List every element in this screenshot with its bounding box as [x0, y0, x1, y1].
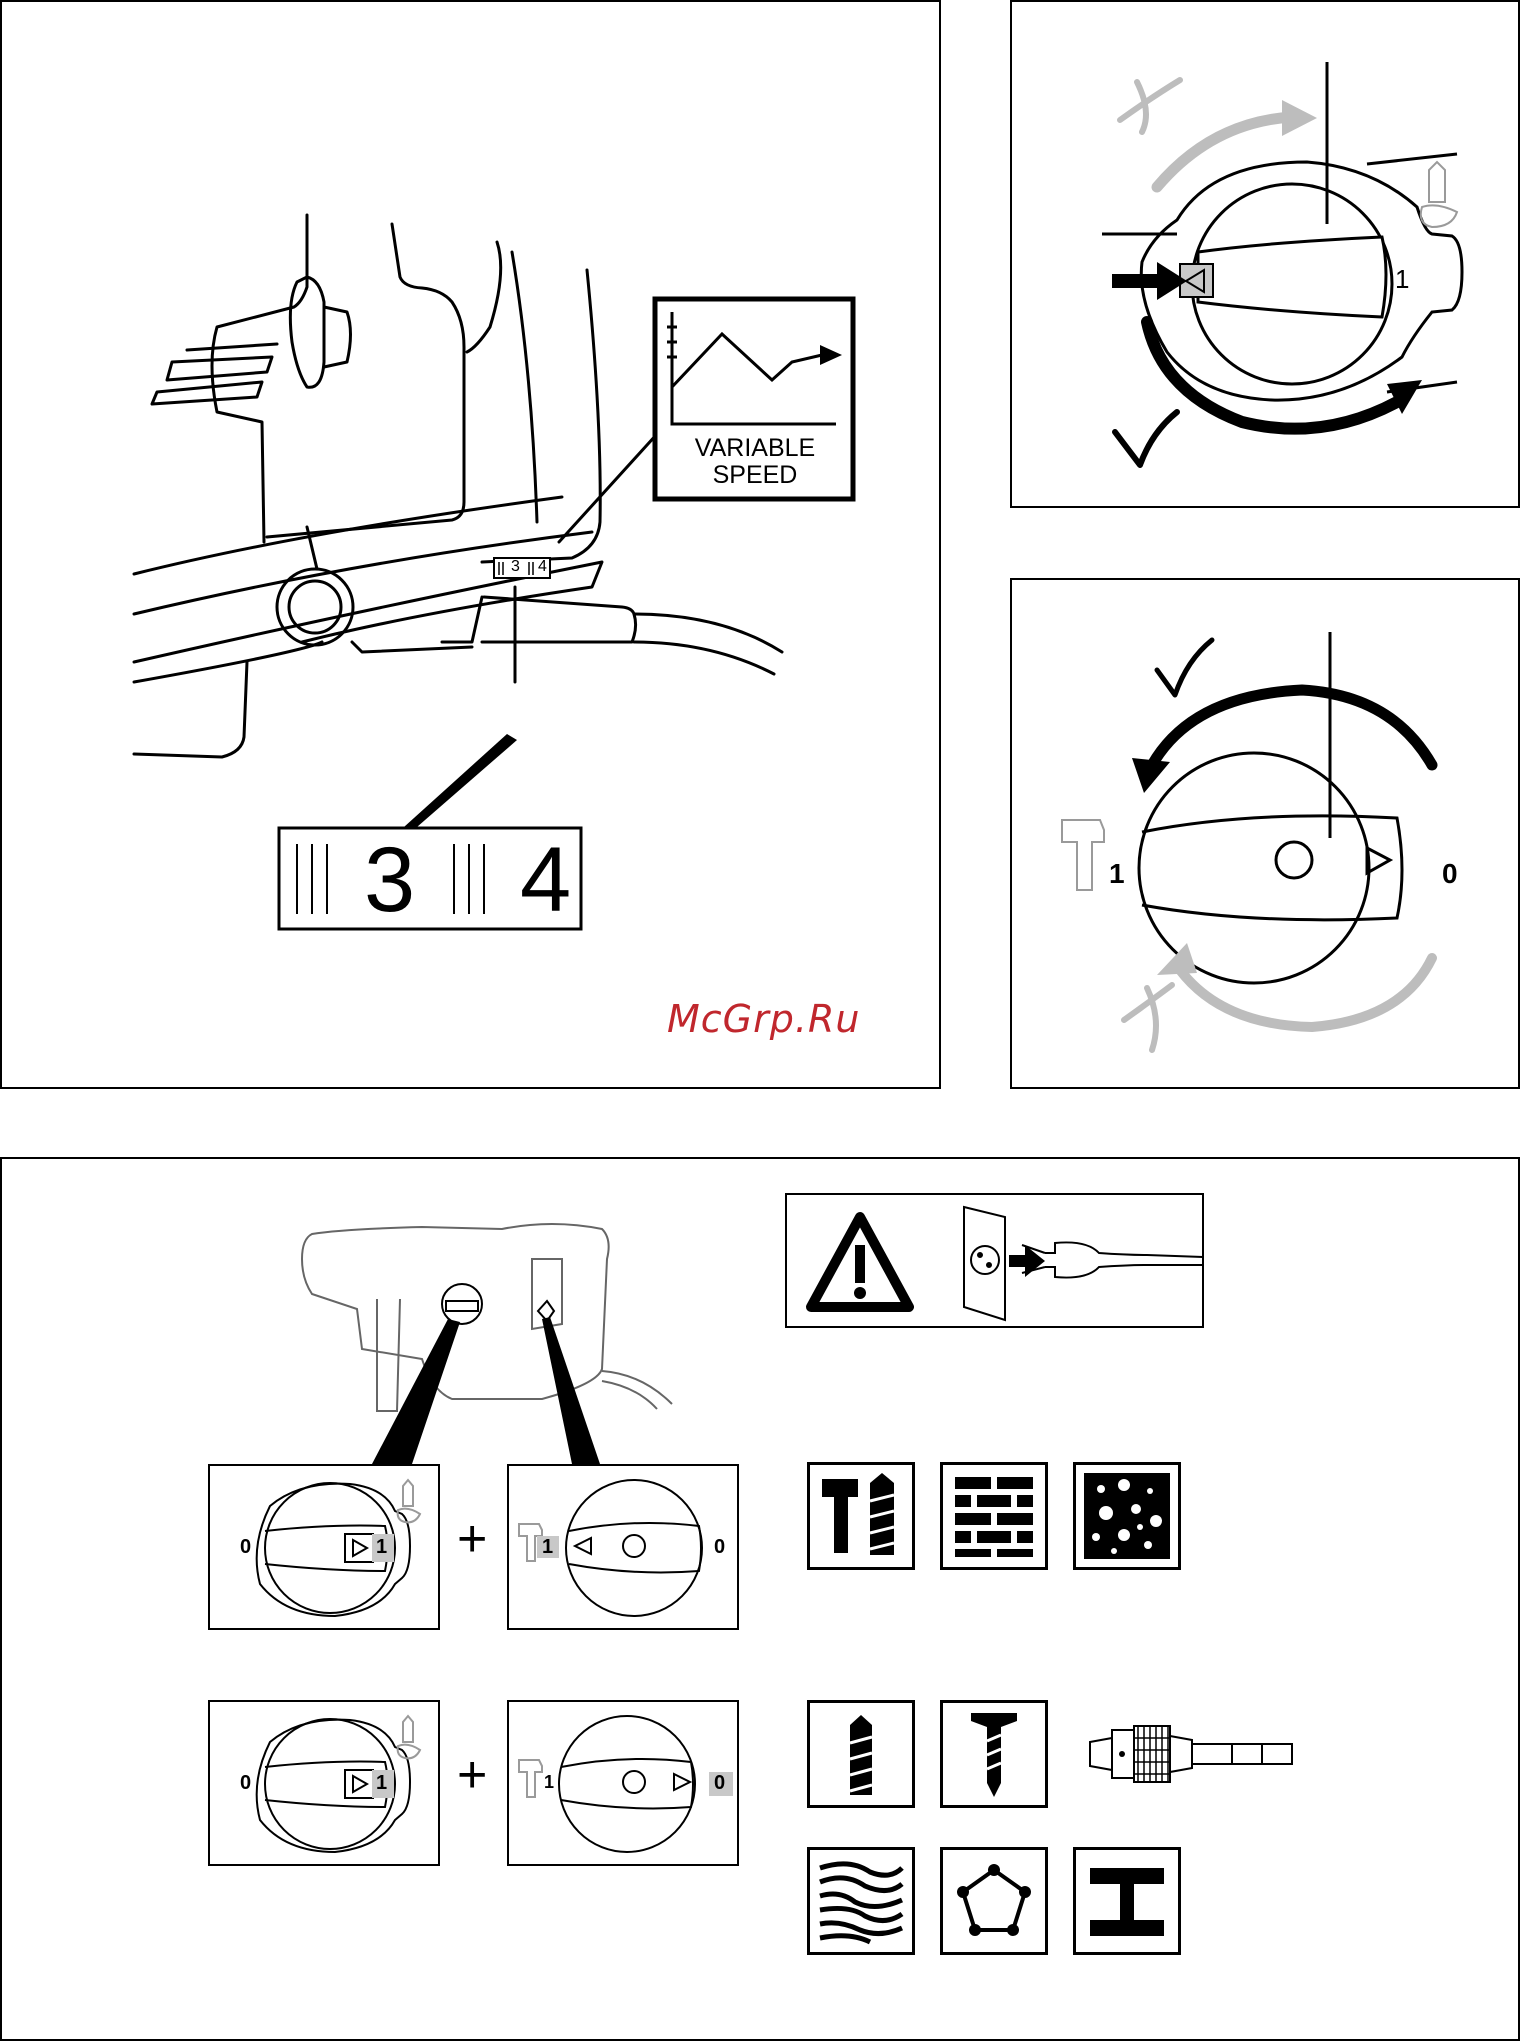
plastic-icon	[940, 1847, 1048, 1955]
dial-small-right-digit: 4	[538, 558, 547, 576]
row2-stop-right-label: 0	[714, 1772, 725, 1795]
row1-stop-left-label: 1	[542, 1536, 553, 1559]
rotary-drill-icon	[398, 1716, 420, 1758]
mode-selector-illustration	[1012, 2, 1520, 510]
row1-hammer-stop-box: 1 0	[507, 1464, 739, 1630]
steel-beam-icon	[1073, 1847, 1181, 1955]
variable-speed-label-line2: SPEED	[685, 461, 825, 490]
brick-icon	[940, 1462, 1048, 1570]
safety-unplug-box	[785, 1193, 1204, 1328]
variable-speed-label-line1: VARIABLE	[685, 434, 825, 463]
warning-icon	[811, 1217, 909, 1307]
row2-hammer-stop-box: 1 0	[507, 1700, 739, 1866]
panel-operating-modes: 0 1 + 1 0	[0, 1157, 1520, 2041]
hammer-icon	[1062, 820, 1104, 890]
drill-bit-icon	[807, 1700, 915, 1808]
tool-side-illustration	[2, 2, 943, 1091]
panel-variable-speed: 3 4 3 4 VARIABLE SPEED McGrp.Ru	[0, 0, 941, 1089]
rotary-drill-icon	[398, 1480, 420, 1522]
row1-mode-selector-box: 0 1	[208, 1464, 440, 1630]
row1-selector-left-label: 0	[240, 1536, 251, 1559]
row2-selector-right-label: 1	[376, 1772, 387, 1795]
speed-dial-right-digit: 4	[520, 834, 571, 926]
hammer-drill-icon	[807, 1462, 915, 1570]
dial-small-left-digit: 3	[511, 558, 520, 576]
chuck-icon	[1082, 1714, 1302, 1794]
row2-stop-left-label: 1	[544, 1772, 554, 1793]
row2-plus-sign: +	[457, 1745, 487, 1805]
row2-selector-left-label: 0	[240, 1772, 251, 1795]
wood-icon	[807, 1847, 915, 1955]
hammer-stop-right-label: 0	[1442, 858, 1458, 890]
row2-mode-selector-box: 0 1	[208, 1700, 440, 1866]
unplug-icon	[964, 1207, 1203, 1320]
row1-stop-right-label: 0	[714, 1536, 725, 1559]
panel-mode-selector: 1	[1010, 0, 1520, 508]
row1-selector-right-label: 1	[376, 1536, 387, 1559]
hammer-stop-illustration	[1012, 580, 1520, 1091]
concrete-icon	[1073, 1462, 1181, 1570]
mode-position-1-label: 1	[1395, 264, 1409, 295]
panel-hammer-stop: 1 0	[1010, 578, 1520, 1089]
watermark: McGrp.Ru	[667, 997, 860, 1041]
rotary-drill-icon	[1421, 162, 1457, 227]
speed-dial-left-digit: 3	[364, 834, 415, 926]
screw-icon	[940, 1700, 1048, 1808]
hammer-stop-left-label: 1	[1109, 858, 1125, 890]
row1-plus-sign: +	[457, 1509, 487, 1569]
